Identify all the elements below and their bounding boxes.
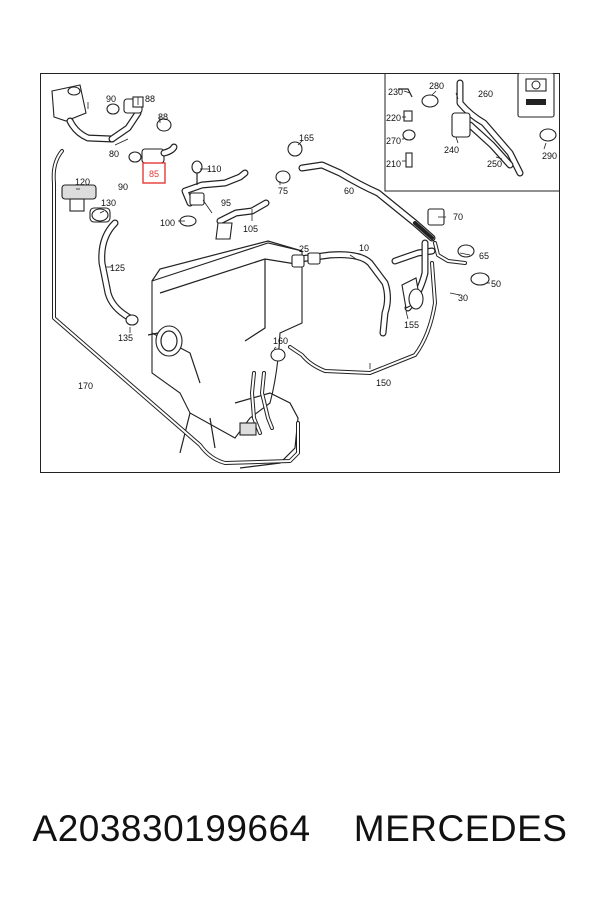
label-130: 130 bbox=[101, 198, 116, 208]
hose-10 bbox=[291, 251, 391, 337]
label-88b: 88 bbox=[158, 112, 168, 122]
label-88a: 88 bbox=[145, 94, 155, 104]
label-165: 165 bbox=[299, 133, 314, 143]
clamps-mid bbox=[275, 141, 303, 184]
hose-95 bbox=[181, 160, 249, 207]
brand-name: MERCEDES bbox=[353, 808, 568, 849]
pipe-assembly-160 bbox=[125, 314, 286, 436]
label-260: 260 bbox=[478, 89, 493, 99]
label-10: 10 bbox=[359, 243, 369, 253]
hose-125 bbox=[98, 219, 134, 322]
label-250: 250 bbox=[487, 159, 502, 169]
label-90b: 90 bbox=[118, 182, 128, 192]
part-85 bbox=[141, 143, 178, 184]
label-155: 155 bbox=[404, 320, 419, 330]
hose-105 bbox=[215, 199, 270, 240]
parts-diagram: 10 25 30 50 60 65 70 75 80 85 88 88 90 9… bbox=[40, 73, 560, 473]
label-70: 70 bbox=[453, 212, 463, 222]
inset-box bbox=[384, 74, 559, 192]
label-65: 65 bbox=[479, 251, 489, 261]
label-90a: 90 bbox=[106, 94, 116, 104]
label-95: 95 bbox=[221, 198, 231, 208]
label-290: 290 bbox=[542, 151, 557, 161]
label-160: 160 bbox=[273, 336, 288, 346]
label-135: 135 bbox=[118, 333, 133, 343]
label-25: 25 bbox=[299, 244, 309, 254]
label-170: 170 bbox=[78, 381, 93, 391]
pipe-170 bbox=[51, 149, 300, 465]
label-60: 60 bbox=[344, 186, 354, 196]
expansion-tank bbox=[51, 84, 143, 143]
hose-60 bbox=[298, 161, 436, 242]
label-85: 85 bbox=[149, 169, 159, 179]
label-210: 210 bbox=[386, 159, 401, 169]
label-75: 75 bbox=[278, 186, 288, 196]
label-240: 240 bbox=[444, 145, 459, 155]
leader-lines bbox=[76, 90, 547, 369]
label-30: 30 bbox=[458, 293, 468, 303]
clamps-right bbox=[408, 208, 490, 310]
label-125: 125 bbox=[110, 263, 125, 273]
label-120: 120 bbox=[75, 177, 90, 187]
label-280: 280 bbox=[429, 81, 444, 91]
label-100: 100 bbox=[160, 218, 175, 228]
inset-parts bbox=[398, 73, 557, 177]
label-50: 50 bbox=[491, 279, 501, 289]
label-270: 270 bbox=[386, 136, 401, 146]
valve-120 bbox=[61, 184, 111, 223]
label-220: 220 bbox=[386, 113, 401, 123]
label-105: 105 bbox=[243, 224, 258, 234]
label-110: 110 bbox=[207, 164, 221, 174]
highlight-box bbox=[142, 162, 166, 184]
label-80: 80 bbox=[109, 149, 119, 159]
pipe-150 bbox=[288, 241, 467, 375]
part-number: A203830199664 bbox=[32, 808, 311, 849]
part-caption: A203830199664 MERCEDES bbox=[0, 808, 600, 850]
label-150: 150 bbox=[376, 378, 391, 388]
label-230: 230 bbox=[388, 87, 403, 97]
